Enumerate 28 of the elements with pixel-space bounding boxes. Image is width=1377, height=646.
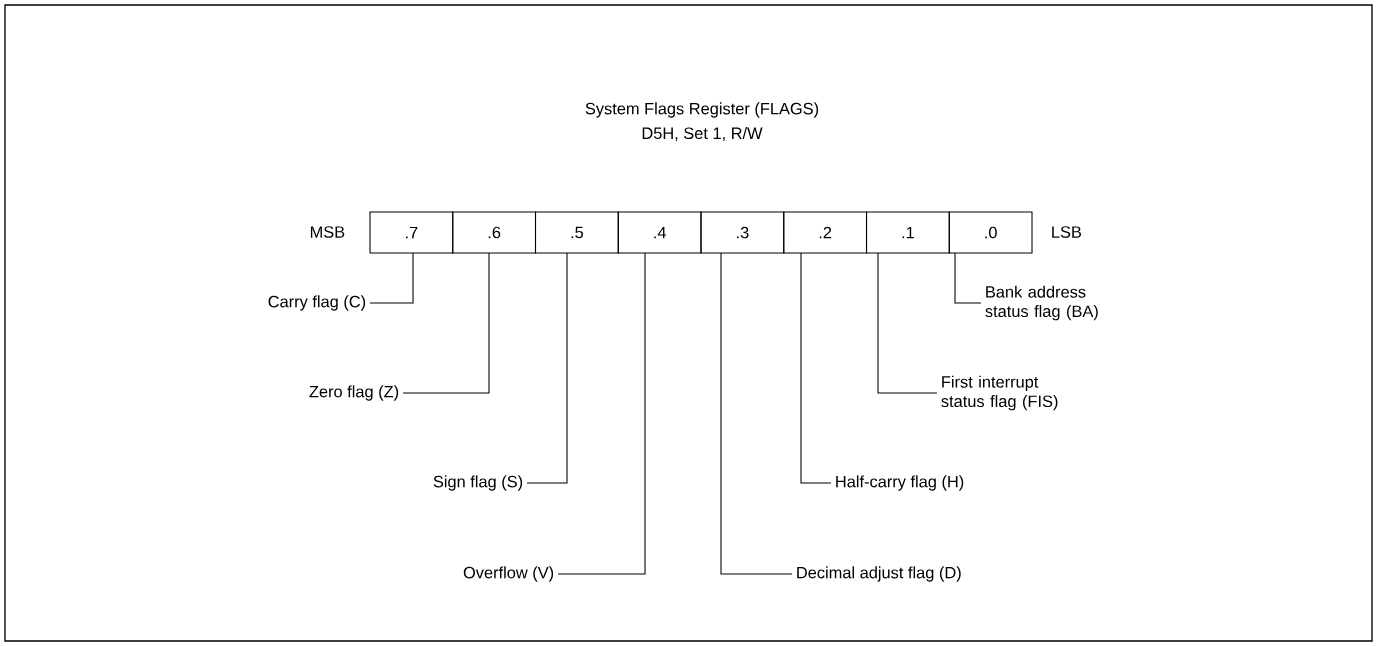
register-bit-cell: .7 xyxy=(369,211,454,254)
flag-label: Decimal adjust flag (D) xyxy=(797,566,961,582)
leader-line xyxy=(557,252,646,575)
register-bit-cell: .0 xyxy=(948,211,1033,254)
flag-label: Sign flag (S) xyxy=(433,475,523,491)
leader-line xyxy=(800,252,832,484)
flag-label: Overflow (V) xyxy=(463,566,554,582)
flag-label: Half-carry flag (H) xyxy=(836,475,964,491)
lsb-label: LSB xyxy=(1052,226,1081,238)
register-bit-cell: .3 xyxy=(700,211,785,254)
flag-label: Zero flag (Z) xyxy=(309,385,399,401)
leader-line xyxy=(369,252,414,304)
register-bit-cell: .6 xyxy=(452,211,537,254)
register-bit-cell: .2 xyxy=(783,211,868,254)
flag-label: Carry flag (C) xyxy=(268,295,366,311)
leader-line xyxy=(877,252,938,394)
leader-line xyxy=(526,252,568,484)
register-address: D5H, Set 1, R/W xyxy=(642,127,763,141)
leader-line xyxy=(954,252,982,304)
leader-line xyxy=(720,252,793,575)
flag-label: Bank address status flag (BA) xyxy=(985,285,1098,321)
msb-label: MSB xyxy=(310,226,345,238)
flag-label: First interrupt status flag (FIS) xyxy=(941,375,1058,411)
register-bit-cell: .1 xyxy=(866,211,950,254)
register-bit-cell: .5 xyxy=(534,211,619,254)
leader-line xyxy=(402,252,490,394)
register-title: System Flags Register (FLAGS) xyxy=(585,102,819,118)
register-bit-cell: .4 xyxy=(617,211,702,254)
